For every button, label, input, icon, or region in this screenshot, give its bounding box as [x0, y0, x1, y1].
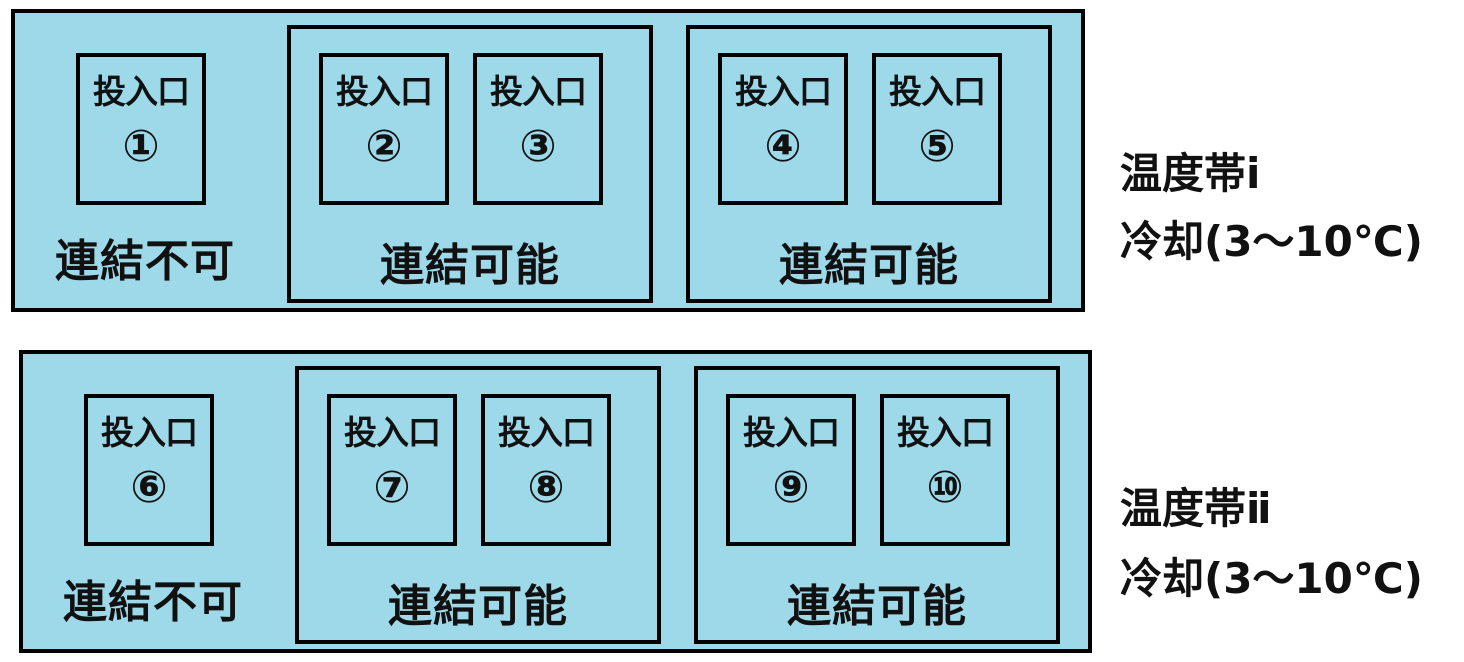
- inlet-7[interactable]: 投入口 ⑦: [327, 394, 457, 546]
- inlet-number: ⑦: [373, 462, 411, 513]
- inlet-label: 投入口: [101, 413, 198, 452]
- inlet-number: ⑤: [918, 121, 956, 172]
- inlet-number: ④: [764, 121, 802, 172]
- inlet-1[interactable]: 投入口 ①: [76, 53, 206, 205]
- inlet-number: ①: [122, 121, 160, 172]
- inlet-number: ②: [365, 121, 403, 172]
- cooling-range-label: 冷却(3～10℃): [1120, 217, 1423, 266]
- linkable-group-1: 投入口 ② 投入口 ③ 連結可能: [287, 25, 653, 303]
- inlet-label: 投入口: [490, 72, 587, 111]
- link-status-label: 連結不可: [55, 236, 235, 287]
- inlet-2[interactable]: 投入口 ②: [319, 53, 449, 205]
- inlet-label: 投入口: [336, 72, 433, 111]
- temperature-band-label: 温度帯ⅰ: [1120, 149, 1261, 198]
- inlet-label: 投入口: [498, 413, 595, 452]
- inlet-9[interactable]: 投入口 ⑨: [726, 394, 856, 546]
- linkable-group-2: 投入口 ④ 投入口 ⑤ 連結可能: [686, 25, 1052, 303]
- temperature-band-label: 温度帯ⅱ: [1120, 484, 1272, 533]
- inlet-number: ⑩: [926, 462, 964, 513]
- inlet-6[interactable]: 投入口 ⑥: [84, 394, 214, 546]
- inlet-label: 投入口: [743, 413, 840, 452]
- inlet-label: 投入口: [344, 413, 441, 452]
- inlet-label: 投入口: [735, 72, 832, 111]
- temperature-zone-1: 投入口 ① 連結不可 投入口 ② 投入口 ③ 連結可能 投入口 ④ 投入口 ⑤ …: [11, 9, 1085, 312]
- inlet-label: 投入口: [889, 72, 986, 111]
- linkable-group-3: 投入口 ⑦ 投入口 ⑧ 連結可能: [295, 366, 661, 644]
- inlet-3[interactable]: 投入口 ③: [473, 53, 603, 205]
- link-status-label: 連結可能: [388, 581, 568, 632]
- temperature-zone-2: 投入口 ⑥ 連結不可 投入口 ⑦ 投入口 ⑧ 連結可能 投入口 ⑨ 投入口 ⑩ …: [19, 350, 1092, 653]
- inlet-number: ⑥: [130, 462, 168, 513]
- inlet-4[interactable]: 投入口 ④: [718, 53, 848, 205]
- link-status-label: 連結可能: [779, 240, 959, 291]
- link-status-label: 連結可能: [787, 581, 967, 632]
- linkable-group-4: 投入口 ⑨ 投入口 ⑩ 連結可能: [694, 366, 1060, 644]
- inlet-label: 投入口: [897, 413, 994, 452]
- inlet-number: ③: [519, 121, 557, 172]
- cooling-range-label: 冷却(3～10℃): [1120, 554, 1423, 603]
- link-status-label: 連結可能: [380, 240, 560, 291]
- inlet-number: ⑨: [772, 462, 810, 513]
- inlet-8[interactable]: 投入口 ⑧: [481, 394, 611, 546]
- link-status-label: 連結不可: [63, 577, 243, 628]
- inlet-10[interactable]: 投入口 ⑩: [880, 394, 1010, 546]
- inlet-5[interactable]: 投入口 ⑤: [872, 53, 1002, 205]
- inlet-label: 投入口: [93, 72, 190, 111]
- inlet-number: ⑧: [527, 462, 565, 513]
